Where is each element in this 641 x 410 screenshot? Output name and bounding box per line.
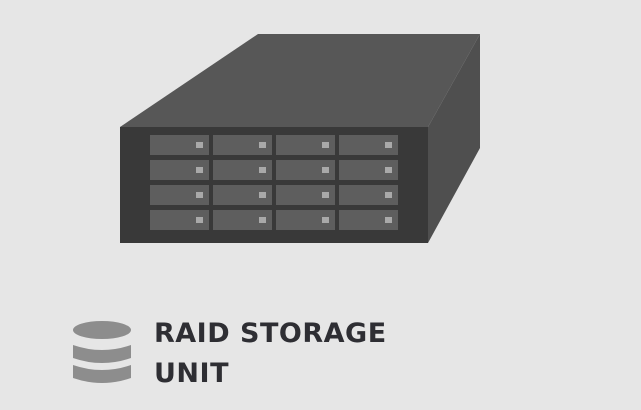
drive-bay-led [322,167,329,173]
drive-bay [213,210,272,230]
database-icon [73,321,131,383]
server-side-face [428,34,480,243]
drive-bay-led [196,217,203,223]
database-icon-bottom-band [73,365,131,383]
drive-bay [213,135,272,155]
database-icon-top-disk [73,321,131,339]
drive-bay [339,210,398,230]
drive-bay [339,160,398,180]
caption: RAID STORAGE UNIT [72,314,387,394]
drive-bay-led [259,217,266,223]
drive-bay-led [196,167,203,173]
drive-bay-led [385,142,392,148]
server-top-face [120,34,480,127]
drive-bay [276,185,335,205]
server-illustration [120,34,480,243]
drive-bay-led [196,142,203,148]
drive-bay-led [322,192,329,198]
drive-bay-led [385,192,392,198]
drive-bay-led [385,167,392,173]
drive-bay-led [196,192,203,198]
drive-bay [150,135,209,155]
drive-bay-led [322,142,329,148]
drive-bay [213,185,272,205]
drive-bay-led [259,192,266,198]
drive-bay-led [322,217,329,223]
drive-bay [150,210,209,230]
drive-bay [276,135,335,155]
title: RAID STORAGE UNIT [154,314,387,394]
title-line-1: RAID STORAGE [154,318,387,349]
drive-bay-grid [150,135,398,230]
drive-bay [339,135,398,155]
drive-bay-led [259,142,266,148]
drive-bay [339,185,398,205]
title-line-2: UNIT [154,358,229,389]
drive-bay [276,210,335,230]
database-icon-middle-band [73,345,131,363]
drive-bay-led [385,217,392,223]
drive-bay [213,160,272,180]
drive-bay [150,185,209,205]
drive-bay [276,160,335,180]
drive-bay [150,160,209,180]
drive-bay-led [259,167,266,173]
